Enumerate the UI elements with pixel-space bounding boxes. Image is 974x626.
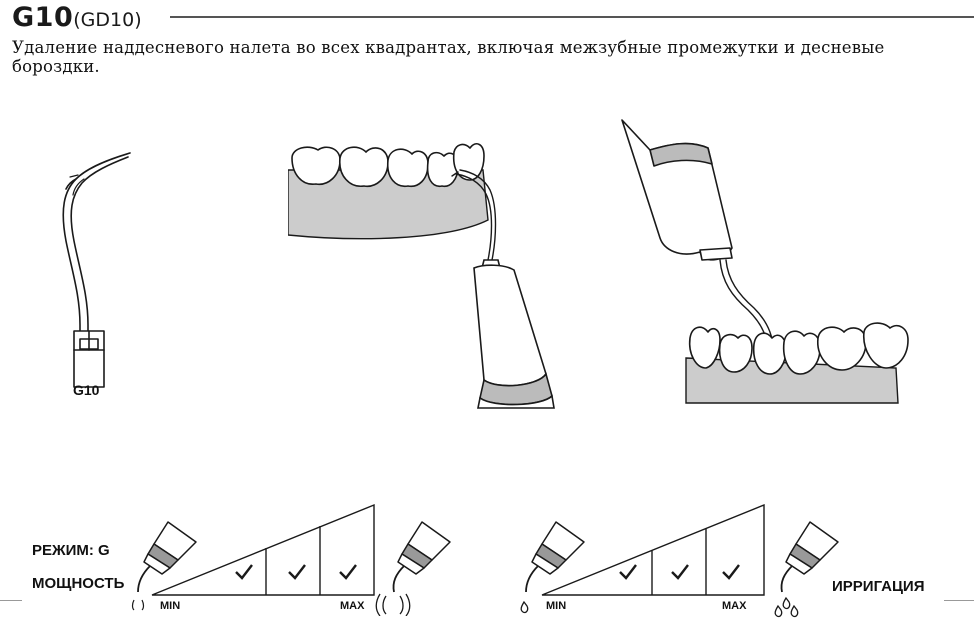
scaler-tip-icon bbox=[62, 152, 131, 388]
check-icon bbox=[235, 564, 253, 580]
handpiece-water-drop-icon bbox=[520, 521, 585, 614]
power-label: МОЩНОСТЬ bbox=[32, 575, 125, 592]
power-max-label: MAX bbox=[340, 600, 365, 612]
power-min-label: MIN bbox=[160, 600, 181, 612]
check-icon bbox=[619, 564, 637, 580]
model-code: (GD10) bbox=[73, 9, 142, 31]
power-level-triangle bbox=[151, 503, 375, 596]
handpiece-high-vibration-icon bbox=[375, 521, 451, 616]
upper-jaw-scaling-illustration bbox=[288, 143, 555, 409]
title-divider bbox=[170, 16, 974, 18]
check-icon bbox=[339, 564, 357, 580]
model-name: G10 bbox=[12, 2, 74, 33]
handpiece-water-drops-icon bbox=[774, 521, 839, 618]
bottom-divider bbox=[0, 600, 22, 601]
irrigation-max-label: MAX bbox=[722, 600, 747, 612]
irrigation-label: ИРРИГАЦИЯ bbox=[832, 578, 925, 595]
check-icon bbox=[288, 564, 306, 580]
lower-jaw-scaling-illustration bbox=[621, 119, 909, 404]
page-title: G10(GD10) bbox=[12, 2, 142, 33]
handpiece-low-vibration-icon bbox=[131, 521, 197, 611]
tip-label: G10 bbox=[73, 382, 100, 398]
check-icon bbox=[671, 564, 689, 580]
mode-label: РЕЖИМ: G bbox=[32, 542, 110, 559]
irrigation-level-triangle bbox=[541, 503, 765, 596]
description-text: Удаление наддесневого налета во всех ква… bbox=[12, 38, 885, 76]
irrigation-min-label: MIN bbox=[546, 600, 567, 612]
bottom-divider bbox=[944, 600, 974, 601]
check-icon bbox=[722, 564, 740, 580]
